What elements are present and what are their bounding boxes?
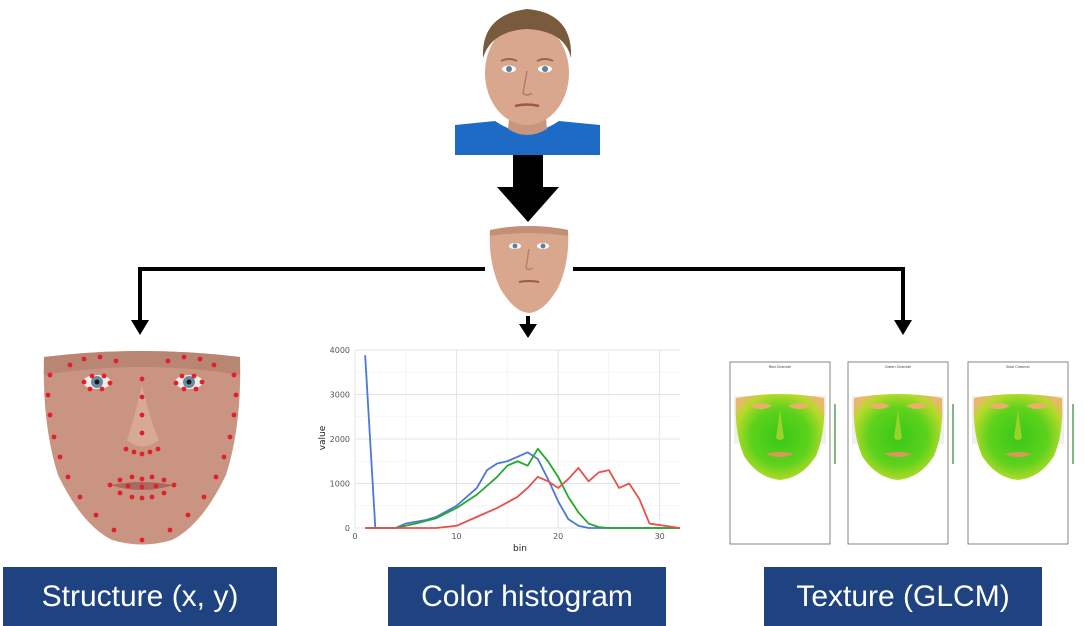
arrow-head-center [519, 324, 537, 338]
color-histogram-chart: 0 1000 2000 3000 4000 0 10 20 30 bin value [318, 346, 681, 554]
structure-label: Structure (x, y) [3, 567, 277, 626]
y-tick-label: 2000 [330, 435, 350, 444]
texture-panel-green: Green Channel [847, 361, 954, 545]
x-tick-label: 0 [352, 532, 357, 541]
glcm-heatmaps: Red Channel Green Channel Blue Channel [729, 361, 1074, 545]
x-tick-label: 10 [451, 532, 461, 541]
panel-title-red: Red Channel [769, 365, 791, 369]
face-landmarks-photo [43, 351, 241, 545]
series-line-1 [364, 355, 680, 529]
landmark-points [45, 354, 239, 543]
y-tick-label: 1000 [330, 480, 350, 489]
y-tick-label: 3000 [330, 391, 350, 400]
texture-panel-blue: Blue Channel [967, 361, 1074, 545]
arrow-head-left [131, 320, 149, 335]
y-tick-label: 4000 [330, 346, 350, 355]
texture-panel-red: Red Channel [729, 361, 836, 545]
chart-grid [354, 349, 680, 529]
x-tick-label: 20 [553, 532, 563, 541]
portrait-photo [455, 3, 600, 155]
color-histogram-label: Color histogram [388, 567, 666, 626]
x-tick-label: 30 [655, 532, 665, 541]
big-down-arrow [497, 155, 559, 222]
series-line-3 [365, 467, 681, 529]
series-line-2 [365, 447, 680, 529]
y-tick-labels: 0 1000 2000 3000 4000 [330, 346, 350, 533]
cropped-face-photo [489, 226, 569, 313]
panel-title-green: Green Channel [885, 365, 911, 369]
panel-title-blue: Blue Channel [1006, 365, 1029, 369]
y-axis-label: value [318, 425, 328, 450]
x-tick-labels: 0 10 20 30 [352, 532, 664, 541]
chart-series [364, 355, 681, 529]
y-tick-label: 0 [345, 524, 350, 533]
arrow-head-right [894, 320, 912, 335]
texture-label: Texture (GLCM) [764, 567, 1042, 626]
x-axis-label: bin [513, 544, 527, 554]
